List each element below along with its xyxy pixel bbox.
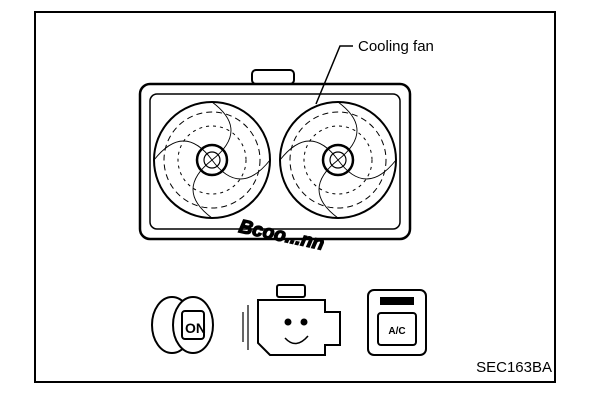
radiator-filler-tab: [251, 69, 295, 85]
radiator-inner-frame: [149, 93, 401, 230]
right-fan-hub: [321, 143, 355, 177]
fan-sound-text: Bcoo...nn: [237, 216, 326, 255]
ac-switch-label: A/C: [388, 326, 405, 337]
radiator-assembly: [138, 69, 412, 241]
left-cooling-fan: [153, 101, 271, 219]
ac-switch-icon: A/C: [367, 289, 427, 356]
right-cooling-fan: [279, 101, 397, 219]
figure-code: SEC163BA: [476, 359, 552, 376]
ignition-on-text: ON: [185, 320, 206, 336]
radiator-outer-frame: [138, 82, 412, 241]
figure-frame: [34, 11, 556, 383]
engine-icon: [242, 284, 341, 356]
cooling-fan-leader-line: [315, 45, 353, 105]
ignition-key-icon: ON: [151, 296, 214, 354]
left-fan-hub: [195, 143, 229, 177]
cooling-fan-label: Cooling fan: [358, 38, 434, 55]
